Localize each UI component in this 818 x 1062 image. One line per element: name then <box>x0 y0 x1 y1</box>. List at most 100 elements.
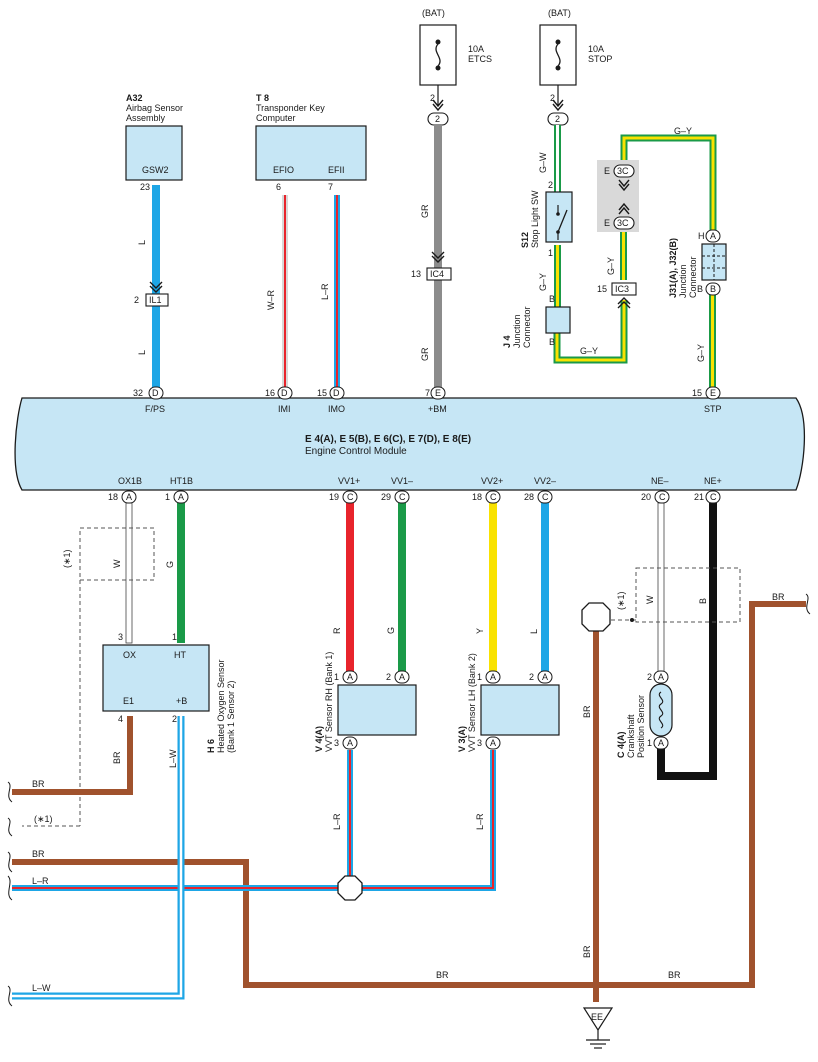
ecu-body: E 4(A), E 5(B), E 6(C), E 7(D), E 8(E) E… <box>14 397 806 491</box>
wire-label: G–Y <box>580 346 598 356</box>
t8-pin2: 7 <box>328 182 333 192</box>
pin-letter: C <box>490 492 497 502</box>
pin-label: 19 <box>329 492 339 502</box>
a32-code: A32 <box>126 93 143 103</box>
h6-term-ht: HT <box>174 650 186 660</box>
shield-label: (∗1) <box>616 591 626 610</box>
pin-label: 3 <box>118 632 123 642</box>
wire-label: R <box>332 627 342 634</box>
pin-letter: E <box>604 218 610 228</box>
pin-label: 2 <box>647 672 652 682</box>
fuse-stop-amp: 10A <box>588 44 604 54</box>
h6-code: H 6 <box>206 739 216 753</box>
h6-name2: (Bank 1 Sensor 2) <box>226 680 236 753</box>
wire-label: Y <box>475 628 485 634</box>
splice-octagon-lr <box>337 875 363 901</box>
pin-label: 1 <box>172 632 177 642</box>
ground-ee-label: EE <box>591 1012 603 1022</box>
wire-y-vv2p <box>489 503 497 673</box>
j4-code: J 4 <box>502 335 512 348</box>
component-h6: 3 1 OX HT E1 +B 4 2 H 6 Heated Oxygen Se… <box>102 632 236 768</box>
pin-label: 2 <box>529 672 534 682</box>
wire-label: GR <box>420 347 430 361</box>
fuse-stop-name: STOP <box>588 54 612 64</box>
pin-label: 32 <box>133 388 143 398</box>
pin-label: 20 <box>641 492 651 502</box>
pin-letter: B <box>710 284 716 294</box>
pin-label: 2 <box>548 180 553 190</box>
wire-label: L–R <box>332 813 342 830</box>
t8-term1: EFIO <box>273 165 294 175</box>
v4-name: VVT Sensor RH (Bank 1) <box>324 652 334 752</box>
fuse-etcs: (BAT) 10A ETCS 2 2 <box>419 8 492 126</box>
j31-name2: Connector <box>688 256 698 298</box>
connector-il1: IL1 <box>149 295 162 305</box>
pin-letter: A <box>347 672 353 682</box>
pin-letter: C <box>710 492 717 502</box>
pin-label: 2 <box>172 714 177 724</box>
pin-letter: C <box>542 492 549 502</box>
t8-term2: EFII <box>328 165 345 175</box>
pin-letter: C <box>659 492 666 502</box>
component-j31-j32: G–Y H A B B J31(A), J32(B) Junction Conn… <box>668 126 727 362</box>
wire-label: BR <box>436 970 449 980</box>
pin-letter: D <box>152 388 159 398</box>
term-ht1b: HT1B <box>170 476 193 486</box>
pin-label: 1 <box>548 248 553 258</box>
term-vv2m: VV2– <box>534 476 556 486</box>
pin-letter: B <box>549 294 555 304</box>
fuse-etcs-name: ETCS <box>468 54 492 64</box>
pin-letter: A <box>490 672 496 682</box>
pin-label: 3 <box>477 738 482 748</box>
v3-code: V 3(A) <box>457 726 467 752</box>
wire-label: L <box>137 350 147 355</box>
ecu-title: E 4(A), E 5(B), E 6(C), E 7(D), E 8(E) <box>305 434 471 445</box>
pin-label: 18 <box>108 492 118 502</box>
term-fps: F/PS <box>145 404 165 414</box>
s12-code: S12 <box>520 232 530 248</box>
term-imi: IMI <box>278 404 291 414</box>
j4-name2: Connector <box>522 306 532 348</box>
pin-letter: A <box>658 738 664 748</box>
t8-code: T 8 <box>256 93 269 103</box>
t8-name1: Transponder Key <box>256 103 325 113</box>
pin-label: 1 <box>165 492 170 502</box>
a32-name2: Assembly <box>126 113 166 123</box>
shield-box-left: (∗1) (∗1) W G <box>22 527 175 827</box>
pin-letter: A <box>710 231 716 241</box>
connector-ic4: IC4 <box>430 269 444 279</box>
pin-label: 18 <box>472 492 482 502</box>
wire-label: G–Y <box>606 257 616 275</box>
pin-letter: B <box>697 284 703 294</box>
connector-3c: E 3C E 3C <box>597 160 639 232</box>
fuse-stop: (BAT) 10A STOP 2 2 <box>539 8 612 126</box>
wire-label: L <box>137 240 147 245</box>
wire-label: W <box>645 595 655 604</box>
pin-label: 2 <box>134 295 139 305</box>
wire-w-r-imi <box>282 195 288 393</box>
wire-label: BR <box>32 849 45 859</box>
wire-g-y-3c-j31 <box>620 134 717 230</box>
wire-g-y-ic3-3c <box>620 230 627 280</box>
pin-label: 7 <box>425 388 430 398</box>
wire-br-ground <box>12 601 806 1002</box>
wire-label: G <box>386 627 396 634</box>
wire-label: G–Y <box>538 273 548 291</box>
pin-label: 2 <box>430 93 435 103</box>
j31-code: J31(A), J32(B) <box>668 238 678 298</box>
pin-label: 1 <box>477 672 482 682</box>
j31-name1: Junction <box>678 264 688 298</box>
pin-letter: B <box>549 337 555 347</box>
pin-label: 13 <box>411 269 421 279</box>
component-s12: G–W 2 1 S12 Stop Light SW G–Y <box>520 152 573 291</box>
ecu-name: Engine Control Module <box>305 446 407 457</box>
term-stp: STP <box>704 404 722 414</box>
pin-letter: A <box>347 738 353 748</box>
wire-label: BR <box>772 592 785 602</box>
pin-label: 2 <box>435 114 440 124</box>
shield-label: (∗1) <box>62 549 72 568</box>
wire-label: BR <box>32 779 45 789</box>
shield-box-right: (∗1) W B <box>600 567 741 623</box>
